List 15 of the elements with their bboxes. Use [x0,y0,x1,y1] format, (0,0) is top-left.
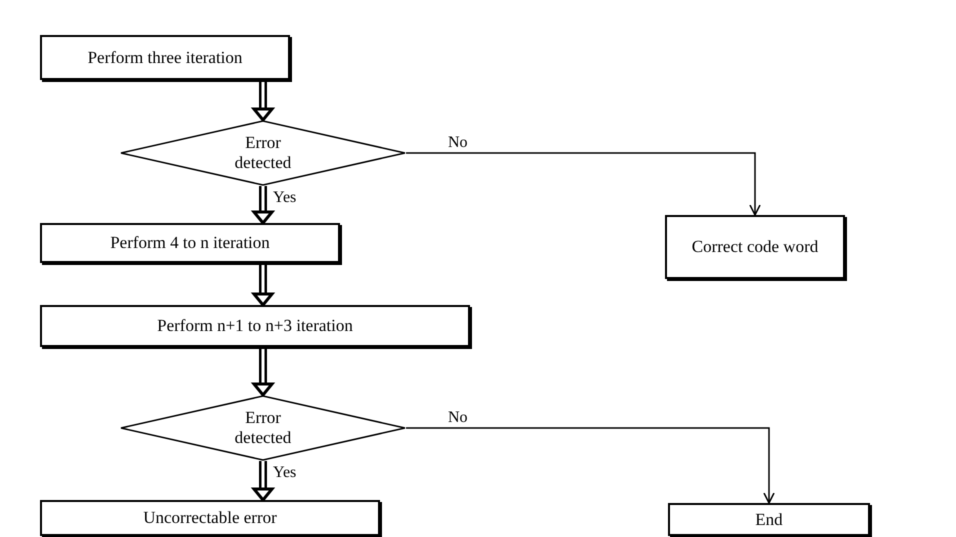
process-text: Uncorrectable error [142,508,278,528]
process-text: Perform 4 to n iteration [109,233,271,253]
process-box [40,35,290,80]
decision-text: Error detected [234,408,292,448]
decision-diamond [120,120,406,186]
arrow [406,152,761,216]
process-text: Perform three iteration [86,48,244,68]
process-text: Perform n+1 to n+3 iteration [156,316,354,336]
process-box [665,215,845,279]
process-box [668,503,870,536]
decision-diamond [120,395,406,461]
process-text: End [754,510,784,530]
decision-text: Error detected [234,133,292,173]
arrow [406,427,775,504]
process-text: Correct code word [690,237,820,257]
